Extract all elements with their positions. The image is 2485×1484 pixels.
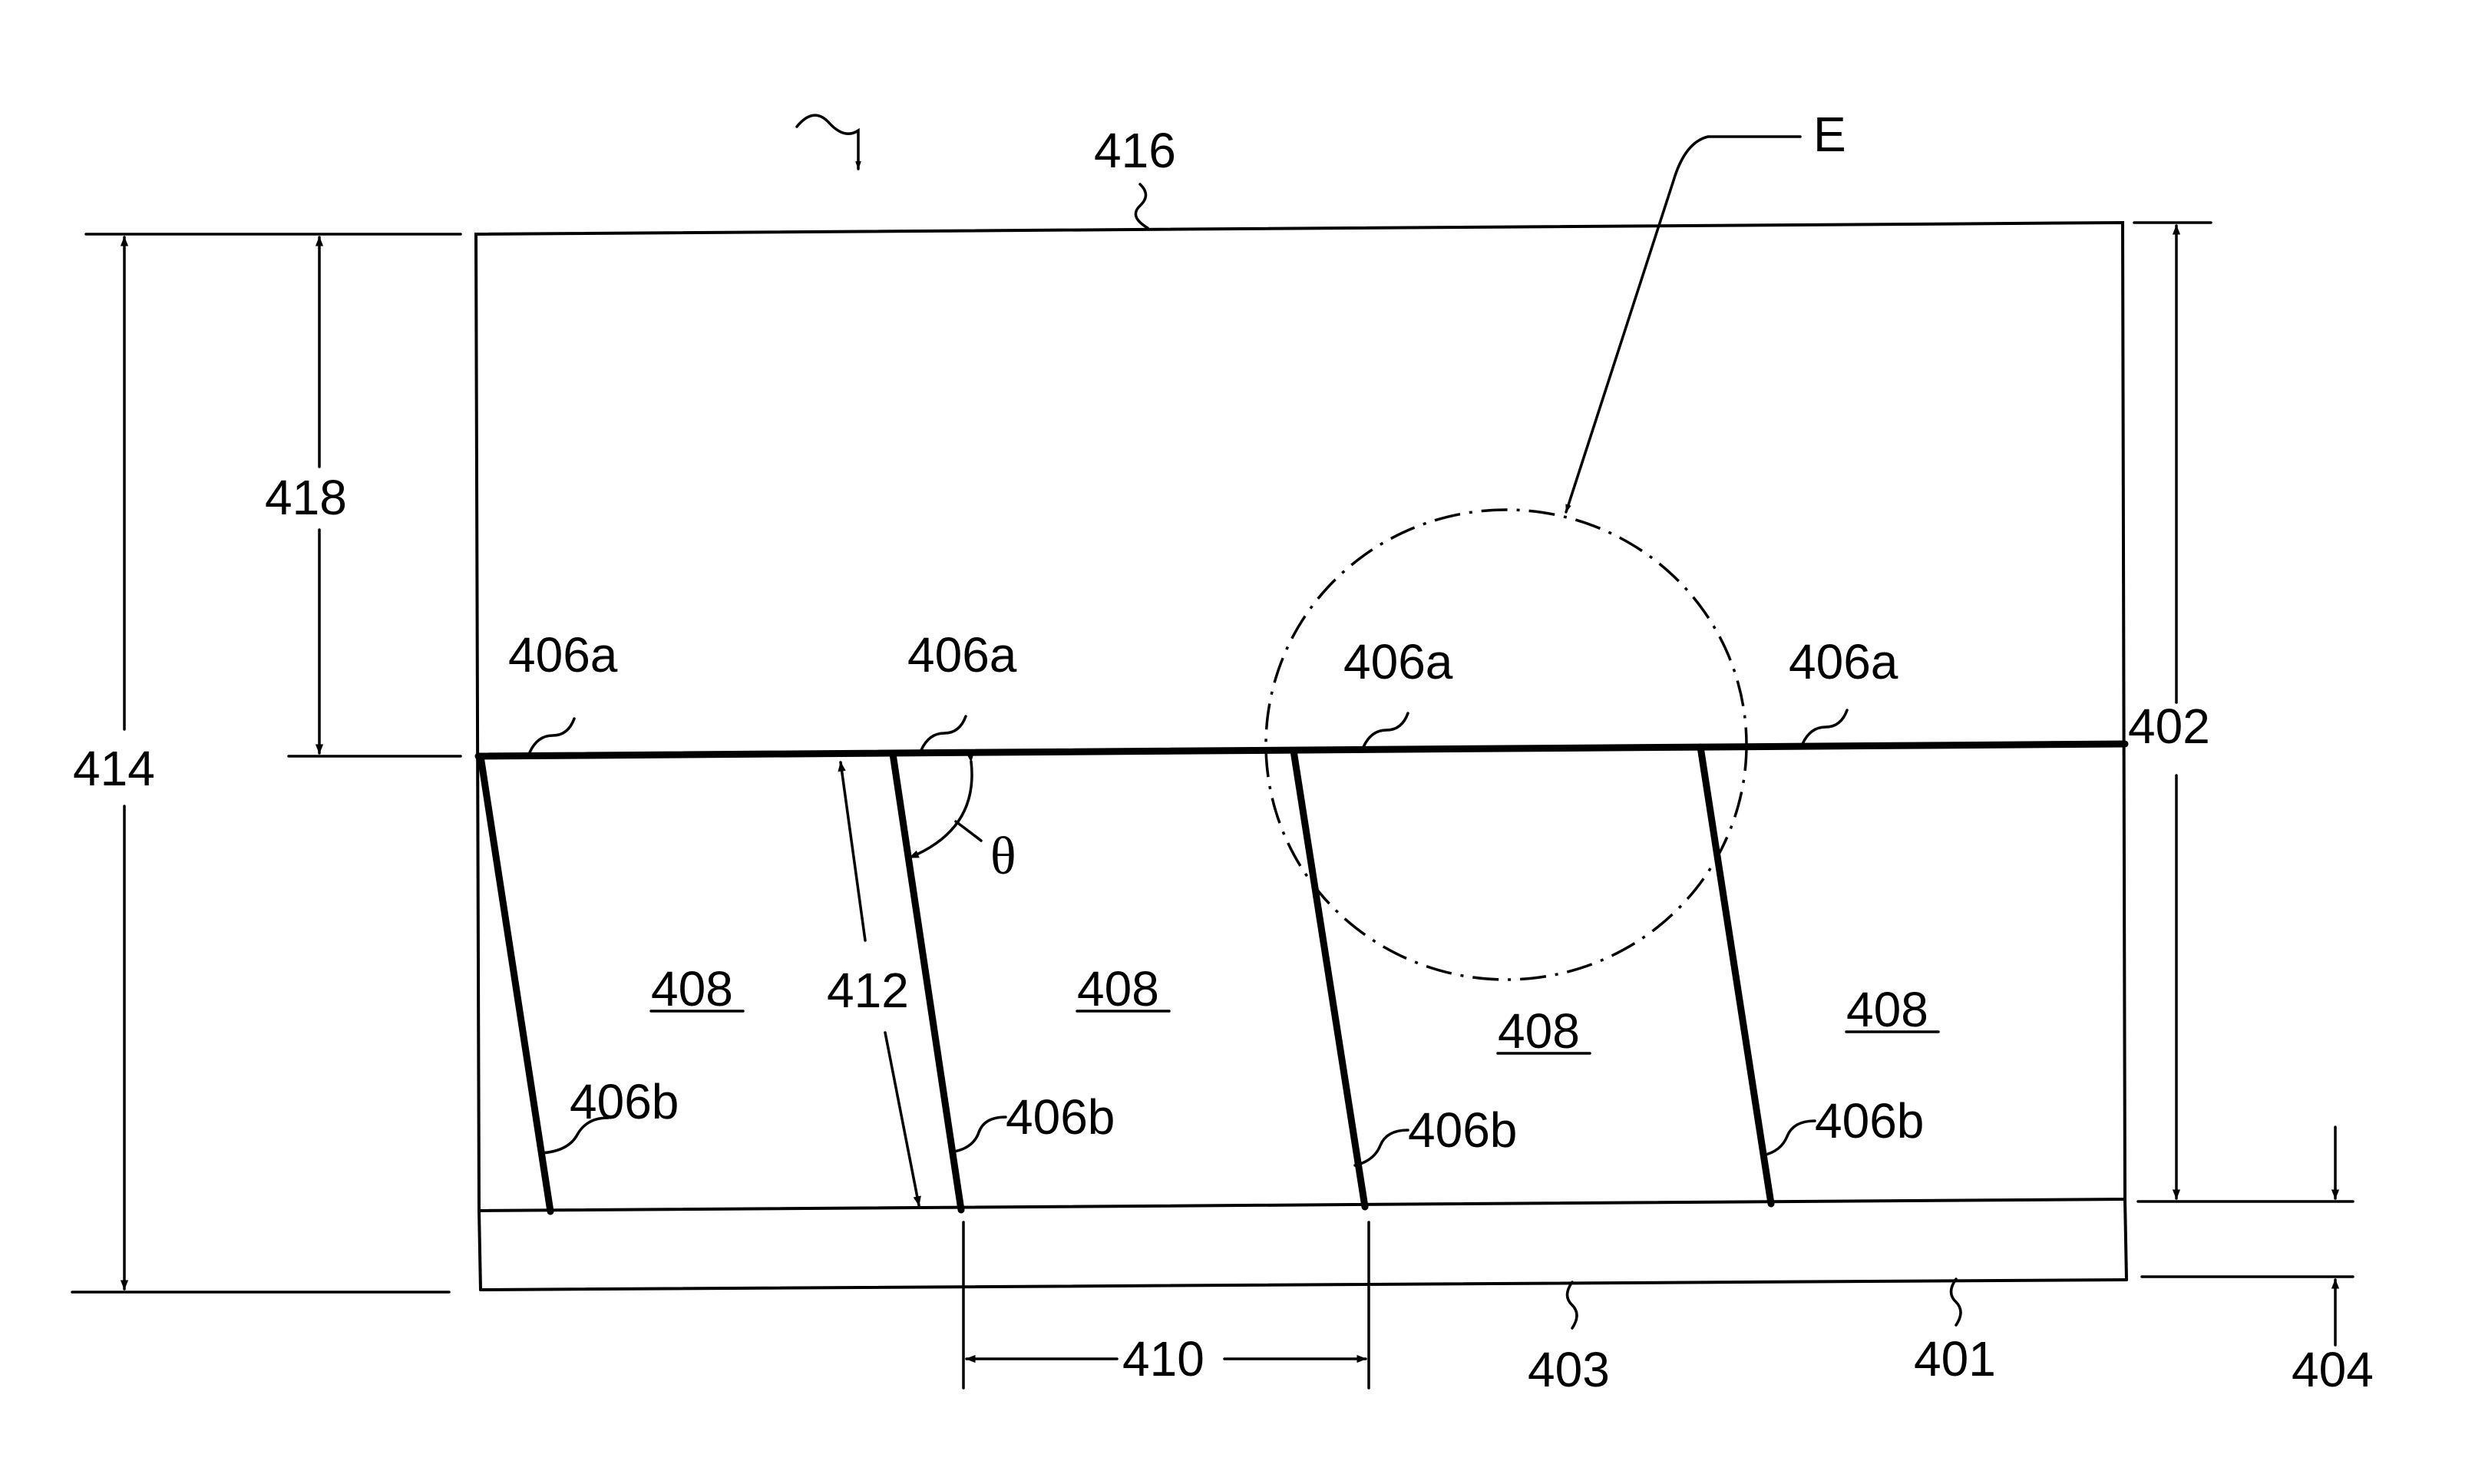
label-406b-2: 406b <box>1006 1089 1115 1145</box>
detail-circle <box>1264 508 1748 981</box>
detail-leader <box>1565 135 1802 514</box>
boundary-line <box>474 740 2129 760</box>
label-segment-1: 408 <box>651 961 733 1016</box>
label-bottom-thickness: 404 <box>2292 1342 2374 1397</box>
slanted-wall-3 <box>1290 747 1369 1211</box>
body-outline <box>474 220 2127 1213</box>
label-406b-3: 406b <box>1408 1102 1517 1158</box>
label-segment-4: 408 <box>1846 982 1928 1037</box>
leader-406a-2 <box>920 715 967 752</box>
label-top-surface: 416 <box>1094 123 1176 178</box>
label-spacing: 410 <box>1122 1331 1204 1386</box>
dim-412-line-down <box>884 1031 921 1207</box>
leader-406a-4 <box>1801 709 1849 745</box>
leader-406a-3 <box>1362 712 1409 749</box>
label-segment-2: 408 <box>1077 961 1159 1016</box>
label-base-surface: 403 <box>1528 1342 1610 1397</box>
label-upper-depth: 418 <box>265 470 347 525</box>
leader-401 <box>1949 1277 1962 1327</box>
leader-406b-2 <box>953 1115 1007 1153</box>
label-406a-2: 406a <box>907 627 1017 683</box>
angle-leader <box>954 820 983 842</box>
label-overall-height: 414 <box>73 741 155 796</box>
base-layer-left-side <box>478 1209 482 1291</box>
assembly-arrow <box>795 114 861 170</box>
slanted-wall-2 <box>889 750 965 1214</box>
leader-406b-4 <box>1761 1119 1816 1157</box>
leader-406b-3 <box>1353 1129 1409 1167</box>
base-layer-bottom-line <box>479 1278 2128 1291</box>
label-406a-1: 406a <box>508 627 618 683</box>
label-angle: θ <box>990 827 1016 886</box>
leader-406b-1 <box>539 1116 610 1155</box>
label-segment-3: 408 <box>1498 1003 1580 1059</box>
label-detail: E <box>1813 107 1846 162</box>
label-406b-1: 406b <box>570 1074 679 1129</box>
label-406a-3: 406a <box>1343 634 1453 689</box>
label-right-height: 402 <box>2128 699 2210 754</box>
dim-412-line-up <box>838 761 867 942</box>
slanted-wall-1 <box>477 752 554 1215</box>
leader-403 <box>1565 1281 1578 1330</box>
label-406b-4: 406b <box>1815 1093 1924 1149</box>
label-slant-length: 412 <box>827 963 909 1018</box>
slanted-wall-4 <box>1697 743 1775 1208</box>
angle-arc <box>908 752 974 859</box>
leader-406a-1 <box>528 717 576 754</box>
top-surface-leader <box>1134 183 1149 230</box>
label-406a-4: 406a <box>1789 634 1898 689</box>
label-base-layer: 401 <box>1914 1331 1996 1386</box>
base-layer-right-side <box>2123 1198 2128 1281</box>
